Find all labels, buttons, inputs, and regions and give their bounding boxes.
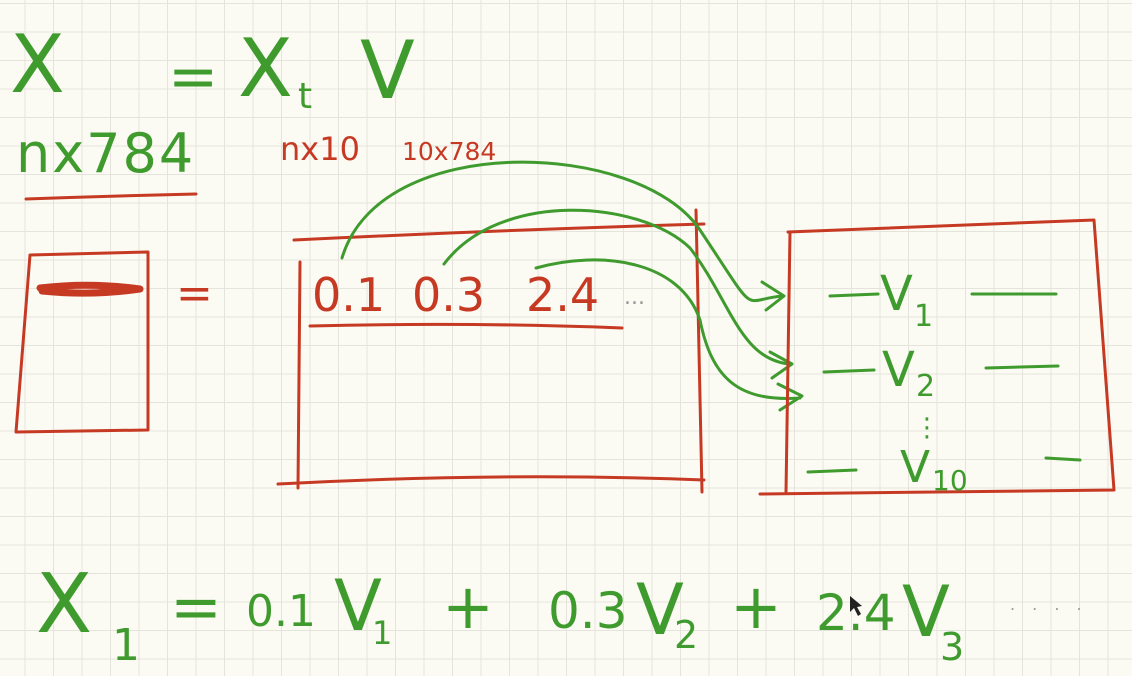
term-2-coef: 0.3 (548, 582, 628, 640)
middle-row-value-2: 0.3 (412, 268, 485, 322)
row-v2-dash-right (984, 364, 1060, 370)
term-2-base: V (636, 569, 684, 651)
row-v10-dash-left (806, 468, 858, 474)
middle-matrix: 0.1 0.3 2.4 ... (276, 208, 706, 494)
term-3-sub: 3 (940, 625, 964, 669)
right-matrix-box (758, 218, 1116, 496)
arrow-1-head (760, 280, 786, 312)
left-matrix: = (14, 250, 213, 434)
eq-bottom-lhs-sub: 1 (112, 620, 140, 671)
eq-top-xt: X (238, 22, 293, 115)
term-1-base: V (334, 565, 382, 647)
row-v10-sub: 10 (932, 464, 968, 497)
term-2-sub: 2 (674, 613, 698, 657)
middle-matrix-top-edge (292, 222, 706, 242)
term-3-coef: 2.4 (816, 584, 896, 642)
arrow-3 (534, 258, 802, 400)
middle-matrix-right-edge (694, 208, 704, 494)
left-matrix-row (36, 281, 144, 297)
row-v10-dash-right (1044, 456, 1082, 462)
row-v1-dash-left (828, 292, 880, 298)
term-1-coef: 0.1 (246, 586, 316, 637)
arrow-1 (340, 160, 784, 303)
dim-x: nx784 (16, 122, 195, 185)
equation-bottom: X 1 = 0.1 V 1 + 0.3 V 2 + 2.4 V 3 . . . … (36, 557, 1088, 671)
term-3-base: V (902, 571, 950, 653)
dim-x-underline (24, 192, 198, 201)
mouse-cursor-icon (850, 596, 862, 616)
right-matrix: V 1 V 2 ⋮ V 10 (758, 218, 1116, 497)
row-v1-sub: 1 (914, 299, 933, 334)
left-matrix-box (14, 250, 150, 434)
eq-top-lhs: X (10, 18, 65, 111)
eq-bottom-equals: = (170, 570, 222, 643)
eq-bottom-lhs-base: X (36, 557, 92, 652)
row-v10-base: V (900, 442, 930, 493)
middle-row-value-1: 0.1 (312, 268, 385, 322)
eq-top-equals: = (168, 42, 218, 112)
rows-vdots: ⋮ (914, 413, 940, 443)
arrow-2-head (768, 350, 794, 380)
middle-matrix-left-edge (296, 260, 302, 490)
eq-top-xt-subscript: t (298, 76, 312, 117)
row-v2-dash-left (822, 368, 876, 374)
arrow-2 (442, 208, 792, 366)
middle-row-ellipsis: ... (624, 285, 645, 310)
plus-1: + (442, 570, 494, 643)
row-v1-base: V (880, 266, 913, 322)
left-matrix-equals: = (176, 268, 213, 319)
row-v2-sub: 2 (916, 369, 935, 404)
eq-top-v: V (360, 24, 415, 117)
row-v2-base: V (882, 342, 915, 398)
plus-2: + (730, 570, 782, 643)
middle-row-value-3: 2.4 (526, 268, 599, 322)
right-matrix-left-edge (784, 230, 792, 494)
dim-xt: nx10 (280, 130, 360, 168)
middle-row-underline (308, 322, 624, 330)
term-1-sub: 1 (372, 614, 392, 652)
eq-bottom-ellipsis: . . . . (1010, 595, 1088, 614)
mapping-arrows (340, 160, 804, 412)
dimension-labels: nx784 nx10 10x784 (16, 122, 496, 201)
equation-top: X = X t V (10, 18, 415, 117)
middle-matrix-bottom-edge (276, 475, 706, 486)
dim-v: 10x784 (402, 137, 496, 166)
